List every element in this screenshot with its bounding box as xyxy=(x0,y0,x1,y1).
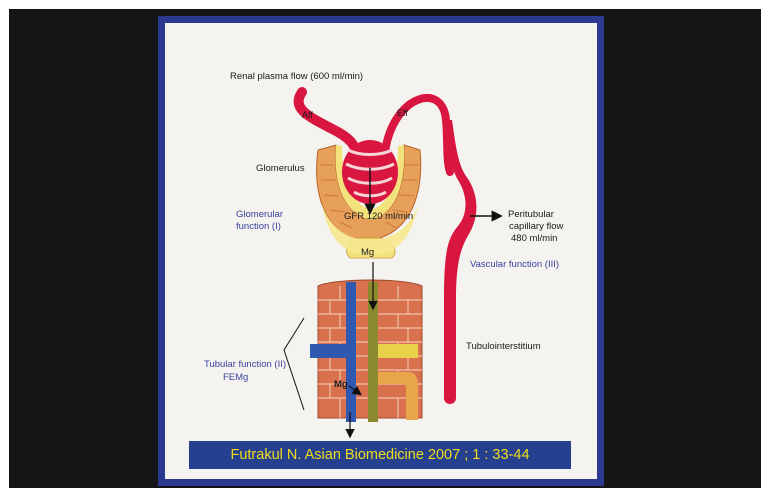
glomerulus-label: Glomerulus xyxy=(256,164,305,175)
afferent-label: Aff xyxy=(302,110,313,120)
efferent-label: Eff xyxy=(397,108,408,118)
citation-bar: Futrakul N. Asian Biomedicine 2007 ; 1 :… xyxy=(189,441,571,469)
renal-plasma-flow-label: Renal plasma flow (600 ml/min) xyxy=(230,72,363,83)
blue-branch xyxy=(310,344,346,358)
peritubular-line1: Peritubular xyxy=(508,210,554,221)
glomerular-function-line2: function (I) xyxy=(236,222,281,233)
tubulointerstitium-label: Tubulointerstitium xyxy=(466,342,541,353)
mg-label-top: Mg xyxy=(361,248,374,259)
mg-label-bottom: Mg xyxy=(334,380,348,391)
vascular-function-label: Vascular function (III) xyxy=(470,260,559,271)
blue-duct xyxy=(346,282,356,422)
peritubular-line3: 480 ml/min xyxy=(511,234,557,245)
peritubular-line2: capillary flow xyxy=(509,222,563,233)
gfr-label: GFR 120 ml/min xyxy=(344,212,413,223)
yellow-branch xyxy=(378,344,418,358)
tubular-function-label: Tubular function (II) xyxy=(204,360,286,371)
tubular-bracket xyxy=(284,318,304,410)
glomerular-function-line1: Glomerular xyxy=(236,210,283,221)
femg-label: FEMg xyxy=(223,373,248,384)
